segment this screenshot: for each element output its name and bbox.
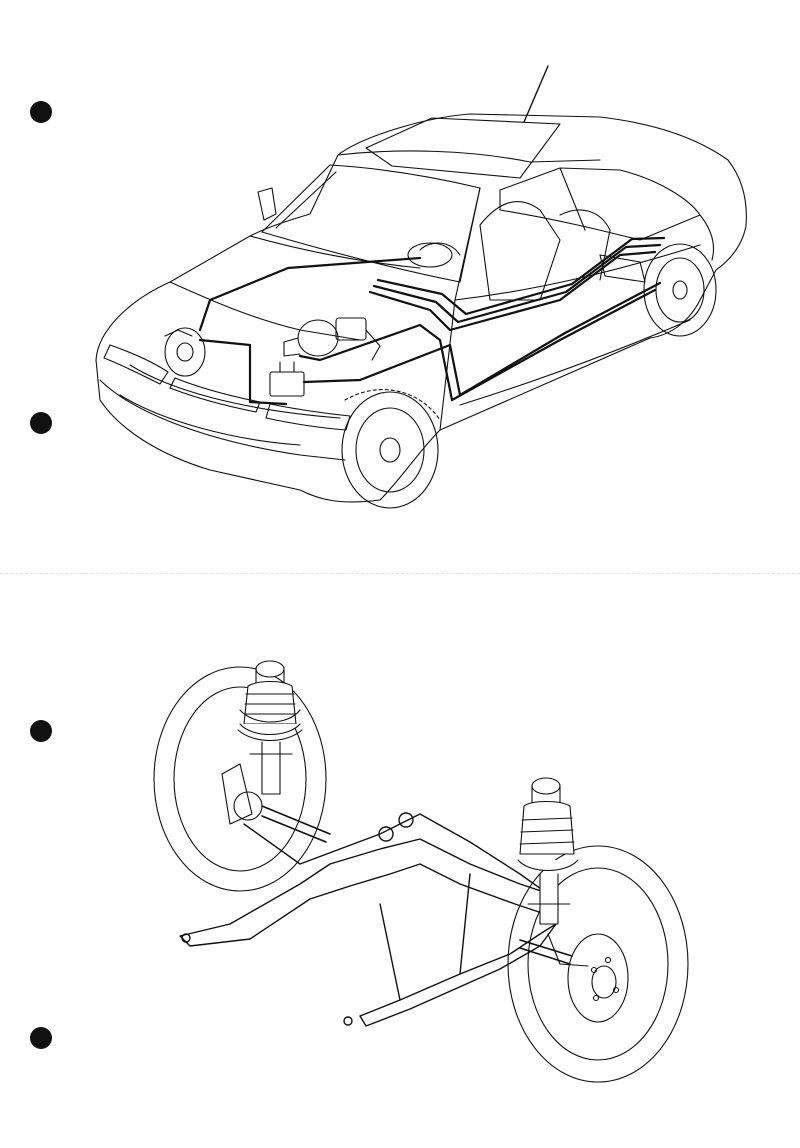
left-driveshaft bbox=[261, 805, 331, 843]
side-mirror bbox=[257, 187, 277, 221]
punch-hole-2 bbox=[30, 412, 52, 434]
punch-hole-3 bbox=[30, 720, 52, 742]
brake-lines bbox=[198, 236, 666, 406]
car-brake-illustration bbox=[0, 0, 800, 573]
hood-line bbox=[169, 281, 361, 341]
left-strut-assembly bbox=[221, 660, 303, 825]
headlight-left bbox=[103, 344, 169, 385]
right-strut-assembly bbox=[517, 777, 589, 967]
front-bumper bbox=[99, 379, 346, 461]
fold-line bbox=[0, 573, 800, 574]
front-right-wheel bbox=[341, 389, 441, 509]
antenna bbox=[523, 65, 549, 123]
abs-unit bbox=[269, 361, 305, 397]
roof-line bbox=[337, 150, 601, 163]
front-left-brake bbox=[164, 327, 206, 377]
punch-hole-4 bbox=[30, 1027, 52, 1049]
rear-left-brake bbox=[599, 254, 646, 283]
steering-wheel bbox=[407, 242, 453, 268]
left-wheel bbox=[153, 666, 327, 892]
car-body-outline bbox=[95, 113, 747, 503]
right-wheel bbox=[507, 845, 689, 1083]
grille bbox=[169, 377, 261, 413]
side-window bbox=[499, 167, 701, 241]
punch-hole-1 bbox=[30, 101, 52, 123]
seat-frame bbox=[479, 201, 561, 301]
car-brake-drawing bbox=[95, 65, 747, 509]
suspension-drawing bbox=[153, 660, 689, 1083]
right-driveshaft bbox=[519, 939, 573, 965]
suspension-illustration bbox=[0, 574, 800, 1148]
subframe bbox=[179, 812, 557, 1027]
windshield bbox=[261, 164, 481, 283]
brake-booster bbox=[283, 317, 381, 361]
headlight-right bbox=[265, 403, 351, 431]
sunroof bbox=[365, 117, 561, 179]
